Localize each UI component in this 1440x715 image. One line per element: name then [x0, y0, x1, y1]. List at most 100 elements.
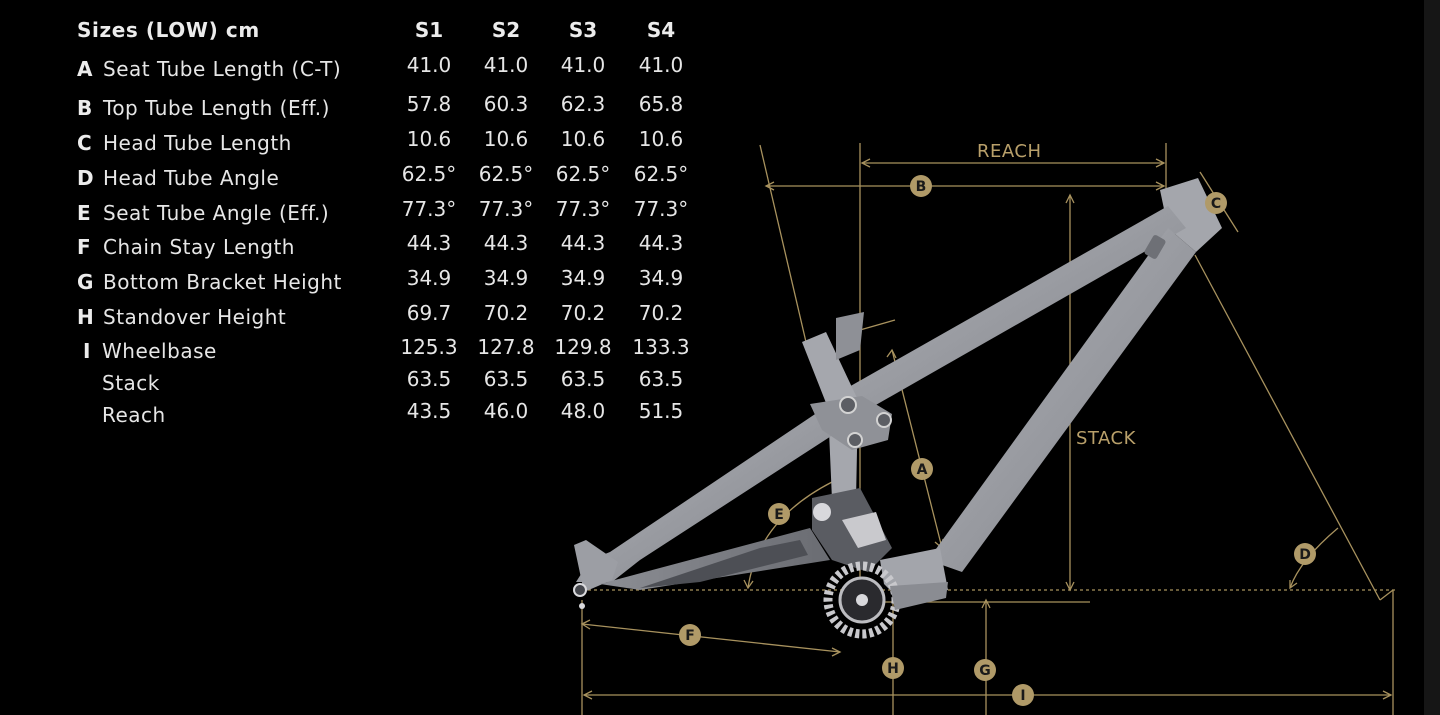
- row-letter: D: [77, 166, 94, 190]
- value-s2: 70.2: [483, 301, 529, 325]
- value-s2: 41.0: [483, 53, 529, 77]
- value-s3: 44.3: [560, 231, 606, 255]
- value-s4: 51.5: [638, 399, 684, 423]
- badge-i: I: [1012, 684, 1034, 706]
- row-label: Head Tube Angle: [103, 166, 280, 190]
- rocker-link: [810, 396, 892, 450]
- cable-port: [1144, 235, 1166, 259]
- row-letter: C: [77, 131, 92, 155]
- row-label: Top Tube Length (Eff.): [103, 96, 330, 120]
- svg-text:F: F: [685, 628, 695, 644]
- value-s2: 34.9: [483, 266, 529, 290]
- table-row: E Seat Tube Angle (Eff.) 77.3° 77.3° 77.…: [0, 197, 760, 231]
- value-s4: 41.0: [638, 53, 684, 77]
- row-label: Reach: [102, 403, 166, 427]
- table-row: D Head Tube Angle 62.5° 62.5° 62.5° 62.5…: [0, 162, 760, 196]
- arrowhead: [582, 690, 593, 700]
- arrowhead: [860, 158, 871, 168]
- row-letter: B: [77, 96, 93, 120]
- size-header-s4: S4: [646, 18, 676, 42]
- row-label: Chain Stay Length: [103, 235, 295, 259]
- value-s3: 34.9: [560, 266, 606, 290]
- row-label: Wheelbase: [102, 339, 217, 363]
- arrowhead: [1155, 158, 1166, 168]
- rear-dropout: [574, 540, 618, 592]
- value-s2: 62.5°: [478, 162, 534, 186]
- value-s1: 44.3: [406, 231, 452, 255]
- badge-f: F: [679, 624, 701, 646]
- row-letter: E: [77, 201, 91, 225]
- rear-axle: [573, 583, 587, 597]
- badge-g: G: [974, 659, 996, 681]
- value-s4: 34.9: [638, 266, 684, 290]
- scrollbar-track[interactable]: [1424, 0, 1440, 715]
- svg-text:H: H: [887, 661, 899, 677]
- svg-text:A: A: [917, 462, 928, 478]
- row-label: Seat Tube Angle (Eff.): [103, 201, 330, 225]
- value-s3: 129.8: [554, 335, 612, 359]
- value-s3: 62.5°: [555, 162, 611, 186]
- idler-pulley: [813, 503, 831, 521]
- table-row: B Top Tube Length (Eff.) 57.8 60.3 62.3 …: [0, 92, 760, 126]
- table-row: A Seat Tube Length (C-T) 41.0 41.0 41.0 …: [0, 53, 760, 87]
- top-tube: [840, 206, 1186, 414]
- bike-frame: [573, 178, 1222, 639]
- arrowhead: [1155, 181, 1166, 191]
- value-s3: 10.6: [560, 127, 606, 151]
- value-s2: 60.3: [483, 92, 529, 116]
- row-letter: G: [77, 270, 94, 294]
- table-row: F Chain Stay Length 44.3 44.3 44.3 44.3: [0, 231, 760, 265]
- badge-e: E: [768, 503, 790, 525]
- head-tube-axis: [1194, 254, 1381, 601]
- table-row: Reach 43.5 46.0 48.0 51.5: [0, 399, 760, 433]
- table-row: G Bottom Bracket Height 34.9 34.9 34.9 3…: [0, 266, 760, 300]
- svg-text:B: B: [916, 179, 927, 195]
- value-s1: 57.8: [406, 92, 452, 116]
- motor-detail: [842, 512, 886, 548]
- row-label: Standover Height: [103, 305, 287, 329]
- chainstay-dimension: [581, 623, 841, 653]
- value-s4: 65.8: [638, 92, 684, 116]
- row-letter: I: [83, 339, 91, 363]
- badge-a: A: [911, 458, 933, 480]
- row-label: Seat Tube Length (C-T): [103, 57, 342, 81]
- pivot-bolt: [839, 396, 857, 414]
- table-title: Sizes (LOW) cm: [77, 18, 260, 42]
- arrowhead: [1065, 193, 1075, 204]
- svg-text:E: E: [774, 507, 784, 523]
- pivot-bolt: [876, 412, 892, 428]
- pivot-bolt: [847, 432, 863, 448]
- svg-text:I: I: [1020, 688, 1025, 704]
- badge-d: D: [1294, 543, 1316, 565]
- value-s4: 133.3: [632, 335, 690, 359]
- table-row: Stack 63.5 63.5 63.5 63.5: [0, 367, 760, 401]
- dimension-lines: [580, 143, 1395, 715]
- value-s1: 43.5: [406, 399, 452, 423]
- value-s2: 10.6: [483, 127, 529, 151]
- value-s4: 70.2: [638, 301, 684, 325]
- value-s3: 63.5: [560, 367, 606, 391]
- value-s3: 70.2: [560, 301, 606, 325]
- value-s4: 77.3°: [633, 197, 689, 221]
- down-tube: [928, 228, 1196, 572]
- value-s2: 127.8: [477, 335, 535, 359]
- badge-b: B: [910, 175, 932, 197]
- row-label: Head Tube Length: [103, 131, 292, 155]
- badge-c: C: [1205, 192, 1227, 214]
- arrowhead: [764, 181, 775, 191]
- seat-tube-top-marker: [859, 319, 896, 331]
- value-s1: 10.6: [406, 127, 452, 151]
- arrowhead: [1289, 580, 1298, 590]
- value-s2: 46.0: [483, 399, 529, 423]
- seat-tube-axis: [759, 144, 807, 343]
- crank-arm: [890, 582, 948, 610]
- value-s1: 34.9: [406, 266, 452, 290]
- arrowhead: [1382, 690, 1393, 700]
- value-s2: 44.3: [483, 231, 529, 255]
- seat-tube-top: [836, 312, 864, 360]
- chain-stay: [600, 528, 830, 590]
- row-letter: H: [77, 305, 94, 329]
- chainstay-protector: [640, 540, 808, 588]
- crank-axle: [856, 594, 868, 606]
